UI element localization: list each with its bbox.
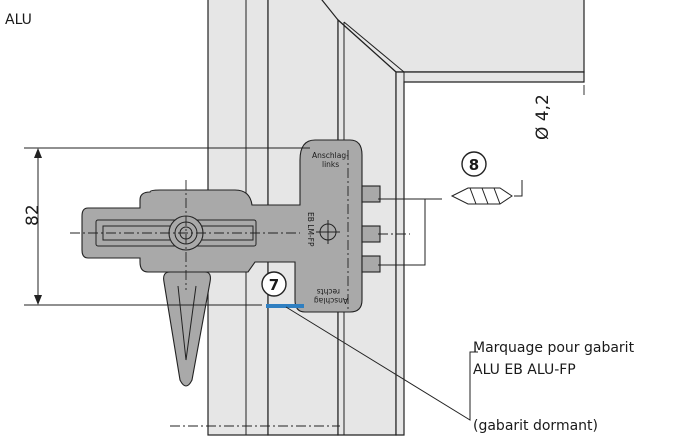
stop-left-line1: Anschlag- <box>312 151 349 160</box>
drill-bit-icon <box>450 180 523 205</box>
template-text-line2: ALU EB ALU-FP <box>473 362 576 378</box>
template-code: EB LM-FP <box>306 212 315 247</box>
template-text-line1: Marquage pour gabarit <box>473 340 635 356</box>
template-note: (gabarit dormant) <box>473 418 598 434</box>
dimension-82: 82 <box>23 147 310 306</box>
diameter-label: Ø 4,2 <box>533 94 553 140</box>
stop-right-line2: rechts <box>317 287 340 296</box>
stop-left-line2: links <box>322 160 339 169</box>
material-label: ALU <box>5 12 32 28</box>
template-stop-left: Anschlag- links <box>312 151 349 169</box>
drilling-template <box>70 139 381 313</box>
drill-leaders <box>378 198 442 266</box>
callout-7-label: 7 <box>269 276 279 294</box>
marking-leader <box>285 306 478 421</box>
stop-right-line1: Anschlag <box>314 296 348 305</box>
template-stop-right: Anschlag rechts <box>314 287 348 305</box>
dimension-82-label: 82 <box>23 204 43 226</box>
callout-drill-8: 8 <box>461 151 487 177</box>
lever-handle <box>163 271 211 387</box>
callout-marking-7: 7 <box>261 271 287 297</box>
callout-8-label: 8 <box>469 156 479 174</box>
